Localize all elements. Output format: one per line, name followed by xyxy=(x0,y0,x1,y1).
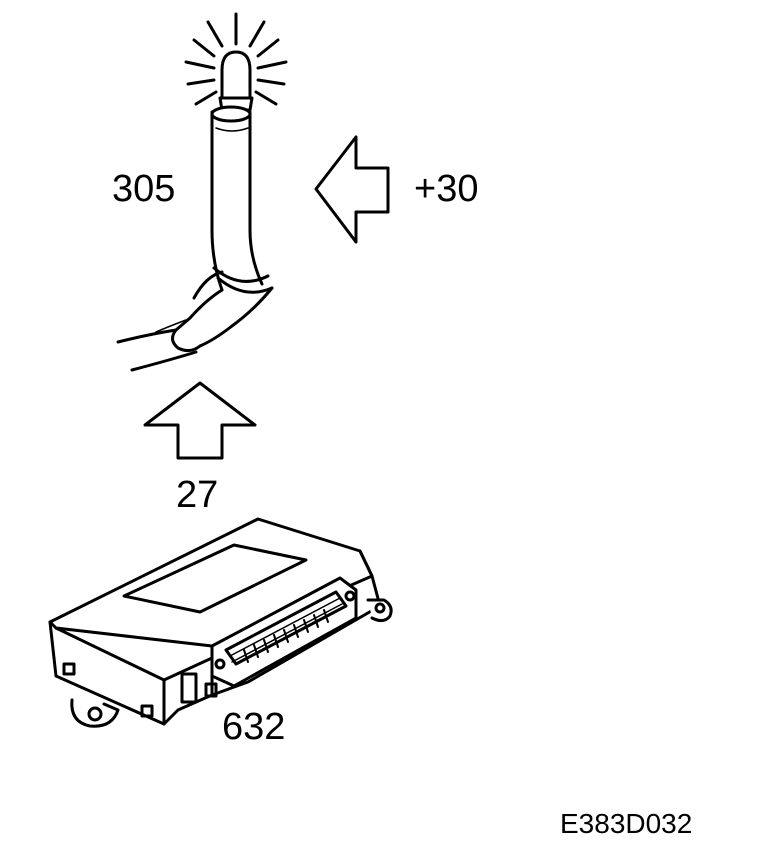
up-arrow-icon xyxy=(143,381,257,460)
indicator-bulb-icon xyxy=(184,12,288,112)
label-ground: 27 xyxy=(176,474,219,516)
label-control-module: 632 xyxy=(222,706,286,748)
figure-reference: E383D032 xyxy=(560,808,693,839)
label-supply: +30 xyxy=(414,168,479,210)
left-arrow-icon xyxy=(314,135,390,244)
wire-sleeve-icon xyxy=(116,105,274,372)
control-module-icon xyxy=(48,517,393,728)
label-bulb-wire: 305 xyxy=(112,168,176,210)
